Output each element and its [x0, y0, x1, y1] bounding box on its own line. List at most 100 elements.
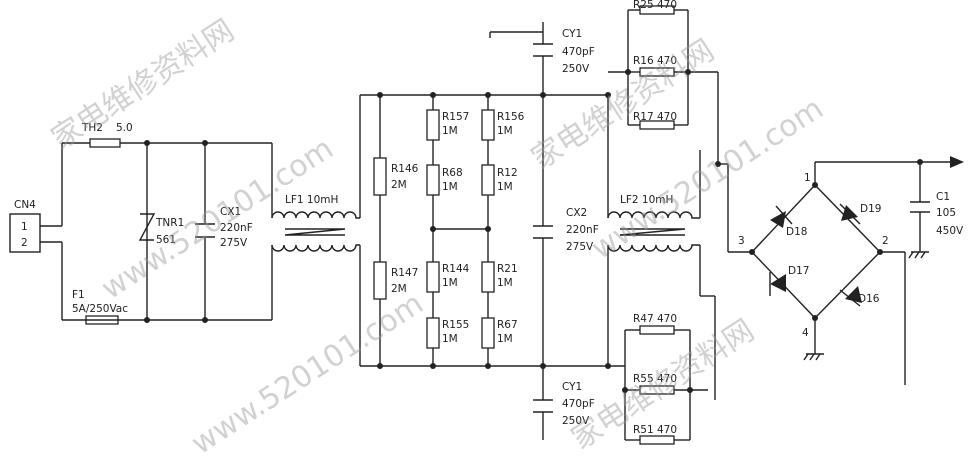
r17-resistor — [639, 120, 675, 130]
watermark-text: www.520101.com — [95, 131, 339, 307]
r67-value-label: 1M — [497, 333, 513, 345]
bridge-node-1-label: 1 — [804, 172, 811, 184]
c1-value2-label: 450V — [936, 225, 964, 237]
watermark-text: www.520101.com — [185, 286, 429, 462]
c1-value1-label: 105 — [936, 207, 956, 219]
r155-ref-label: R155 — [442, 319, 469, 331]
r68-ref-label: R68 — [442, 167, 463, 179]
r155-resistor — [426, 317, 440, 349]
cy1-bottom-capacitor — [533, 399, 553, 413]
r67-ref-label: R67 — [497, 319, 518, 331]
d19-label: D19 — [860, 203, 881, 215]
r147-value-label: 2M — [391, 283, 407, 295]
cy1-bottom-ref-label: CY1 — [562, 381, 582, 393]
tnr1-value-label: 561 — [156, 234, 176, 246]
r21-value-label: 1M — [497, 277, 513, 289]
r12-resistor — [481, 164, 495, 196]
output-arrow-icon — [950, 156, 964, 168]
r17-label: R17 470 — [633, 111, 677, 123]
c1-ref-label: C1 — [936, 191, 950, 203]
d16-diode — [839, 286, 862, 307]
r51-resistor — [639, 435, 675, 445]
r67-resistor — [481, 317, 495, 349]
cy1-top-value2-label: 250V — [562, 63, 590, 75]
cy1-top-capacitor — [533, 43, 553, 57]
cx1-value2-label: 275V — [220, 237, 248, 249]
r157-resistor — [426, 109, 440, 141]
c1-capacitor — [910, 201, 930, 213]
th2-value-label: 5.0 — [116, 122, 133, 134]
d17-diode — [769, 272, 786, 296]
r144-resistor — [426, 261, 440, 293]
r147-ref-label: R147 — [391, 267, 418, 279]
r51-label: R51 470 — [633, 424, 677, 436]
cx1-ref-label: CX1 — [220, 206, 241, 218]
cn4-connector-box — [9, 213, 41, 253]
r146-ref-label: R146 — [391, 163, 419, 175]
watermark-text: 家电维修资料网 — [525, 33, 720, 177]
cx2-ref-label: CX2 — [566, 207, 587, 219]
r157-value-label: 1M — [442, 125, 458, 137]
cy1-top-value1-label: 470pF — [562, 46, 595, 58]
r21-resistor — [481, 261, 495, 293]
ground-symbol-icon — [908, 251, 929, 259]
r68-value-label: 1M — [442, 181, 458, 193]
r155-value-label: 1M — [442, 333, 458, 345]
watermark-text: 家电维修资料网 — [45, 13, 240, 157]
th2-thermistor — [89, 138, 121, 148]
r55-label: R55 470 — [633, 373, 677, 385]
th2-ref-label: TH2 — [81, 122, 103, 134]
wires — [9, 9, 950, 441]
cn4-label: CN4 — [14, 199, 36, 211]
r16-label: R16 470 — [633, 55, 677, 67]
junction-dots — [144, 69, 923, 393]
r25-label: R25 470 — [633, 0, 677, 11]
r144-ref-label: R144 — [442, 263, 470, 275]
cx2-capacitor — [533, 225, 553, 239]
r16-resistor — [639, 67, 675, 77]
d18-label: D18 — [786, 226, 807, 238]
cx1-capacitor — [195, 223, 215, 238]
ground-symbol-icon — [803, 353, 824, 361]
tnr1-ref-label: TNR1 — [155, 217, 184, 229]
r47-label: R47 470 — [633, 313, 677, 325]
r156-ref-label: R156 — [497, 111, 525, 123]
r25-resistor — [639, 5, 675, 15]
r12-ref-label: R12 — [497, 167, 518, 179]
f1-value-label: 5A/250Vac — [72, 303, 128, 315]
r68-resistor — [426, 164, 440, 196]
r156-value-label: 1M — [497, 125, 513, 137]
cx2-value1-label: 220nF — [566, 224, 599, 236]
r156-resistor — [481, 109, 495, 141]
cx2-value2-label: 275V — [566, 241, 594, 253]
r144-value-label: 1M — [442, 277, 458, 289]
cy1-bottom-value2-label: 250V — [562, 415, 590, 427]
bridge-node-3-label: 3 — [738, 235, 745, 247]
d16-label: D16 — [858, 293, 880, 305]
cn4-pin2-label: 2 — [21, 237, 28, 249]
cn4-pin1-label: 1 — [21, 221, 28, 233]
d17-label: D17 — [788, 265, 809, 277]
lf2-label: LF2 10mH — [620, 194, 673, 206]
lf1-label: LF1 10mH — [285, 194, 338, 206]
cy1-bottom-value1-label: 470pF — [562, 398, 595, 410]
r157-ref-label: R157 — [442, 111, 469, 123]
r21-ref-label: R21 — [497, 263, 518, 275]
bridge-node-2-label: 2 — [882, 235, 889, 247]
r47-resistor — [639, 325, 675, 335]
cy1-top-ref-label: CY1 — [562, 28, 582, 40]
d18-diode — [770, 205, 793, 228]
r55-resistor — [639, 385, 675, 395]
f1-ref-label: F1 — [72, 289, 85, 301]
lf2-inductor — [607, 211, 700, 252]
lf1-inductor — [271, 211, 360, 252]
tnr1-varistor — [138, 212, 156, 242]
r146-value-label: 2M — [391, 179, 407, 191]
bridge-node-4-label: 4 — [802, 327, 809, 339]
r12-value-label: 1M — [497, 181, 513, 193]
d19-diode — [839, 203, 861, 225]
r146-resistor — [373, 157, 387, 196]
cx1-value1-label: 220nF — [220, 222, 253, 234]
r147-resistor — [373, 261, 387, 300]
